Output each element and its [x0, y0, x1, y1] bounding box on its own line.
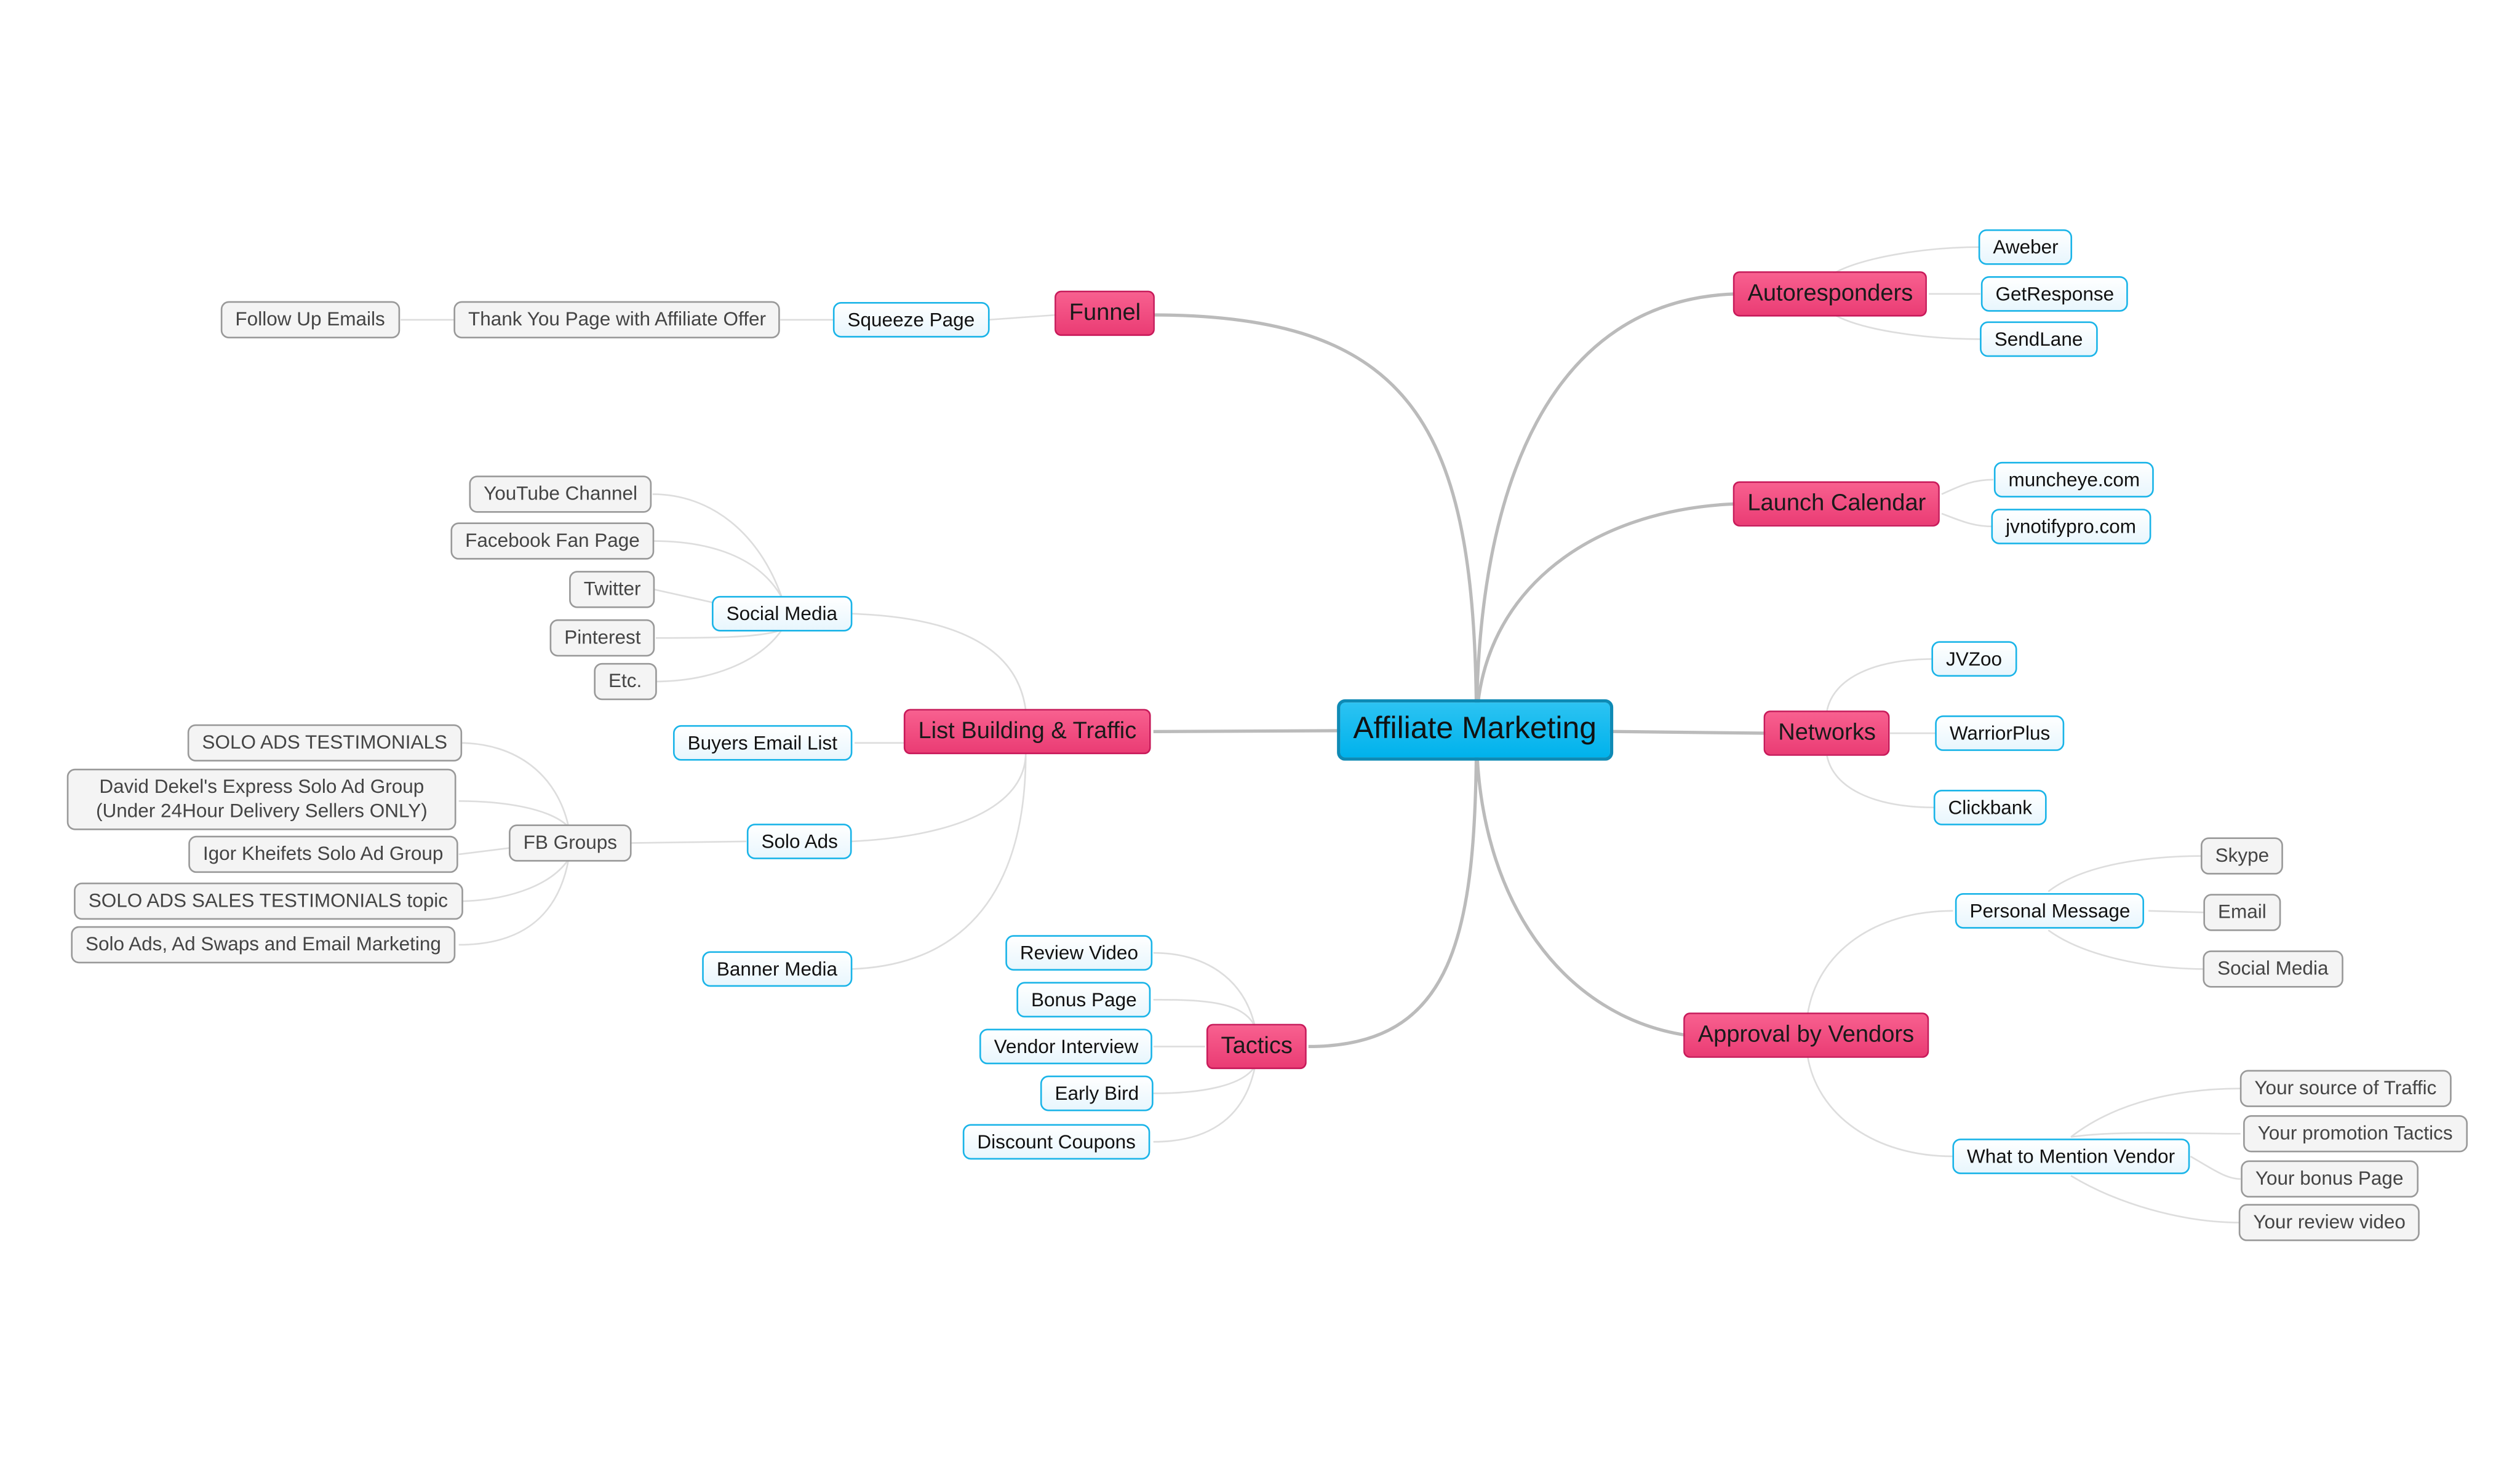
leaf-fb-groups[interactable]: FB Groups [509, 824, 632, 862]
subtopic-clickbank[interactable]: Clickbank [1933, 789, 2047, 825]
link-tactics-review [1153, 952, 1256, 1028]
link-root-launch-calendar [1475, 502, 1736, 730]
subtopic-warriorplus[interactable]: WarriorPlus [1935, 715, 2065, 751]
leaf-david-dekel-line2: (Under 24Hour Delivery Sellers ONLY) [95, 799, 428, 822]
leaf-skype[interactable]: Skype [2200, 837, 2284, 875]
link-fb-testimonials [458, 742, 570, 827]
link-list-banner [851, 752, 1027, 970]
leaf-bonus-page[interactable]: Your bonus Page [2241, 1160, 2418, 1198]
subtopic-jvzoo[interactable]: JVZoo [1931, 641, 2017, 677]
subtopic-solo-ads[interactable]: Solo Ads [746, 824, 853, 859]
link-root-approval [1475, 730, 1687, 1037]
subtopic-review-video[interactable]: Review Video [1005, 935, 1153, 971]
link-auto-aweber [1831, 246, 1981, 276]
link-networks-jvzoo [1826, 658, 1936, 711]
topic-approval-by-vendors[interactable]: Approval by Vendors [1683, 1012, 1929, 1058]
link-tactics-bonus [1153, 998, 1256, 1028]
topic-autoresponders[interactable]: Autoresponders [1732, 271, 1928, 317]
topic-tactics[interactable]: Tactics [1206, 1024, 1307, 1070]
leaf-twitter[interactable]: Twitter [569, 571, 656, 608]
link-fb-swaps [458, 859, 570, 946]
link-mention-review [2070, 1175, 2241, 1223]
subtopic-bonus-page[interactable]: Bonus Page [1016, 982, 1152, 1018]
subtopic-jvnotifypro[interactable]: jvnotifypro.com [1991, 509, 2151, 544]
link-social-etc [654, 629, 783, 683]
link-solo-fbgroups [629, 840, 747, 844]
link-launch-jvnotify [1941, 512, 1994, 528]
leaf-review-video[interactable]: Your review video [2238, 1204, 2420, 1241]
link-tactics-coupons [1153, 1065, 1256, 1143]
link-mention-bonus [2190, 1155, 2241, 1180]
leaf-social-media-message[interactable]: Social Media [2203, 950, 2343, 988]
link-social-youtube [652, 493, 783, 598]
link-root-tactics [1308, 730, 1478, 1049]
leaf-pinterest[interactable]: Pinterest [549, 619, 656, 657]
subtopic-buyers-email-list[interactable]: Buyers Email List [672, 725, 852, 761]
subtopic-vendor-interview[interactable]: Vendor Interview [979, 1028, 1153, 1065]
leaf-solo-ads-testimonials[interactable]: SOLO ADS TESTIMONIALS [187, 724, 462, 761]
leaf-thank-you-page[interactable]: Thank You Page with Affiliate Offer [453, 301, 781, 339]
link-networks-clickbank [1826, 755, 1936, 809]
subtopic-aweber[interactable]: Aweber [1978, 229, 2073, 265]
leaf-david-dekel-line1: David Dekel's Express Solo Ad Group [99, 775, 425, 798]
link-list-solo [851, 752, 1027, 843]
link-root-funnel [1153, 313, 1478, 730]
link-personal-email [2148, 910, 2206, 913]
link-fb-igor [458, 847, 511, 856]
link-auto-sendlane [1831, 312, 1981, 340]
subtopic-early-bird[interactable]: Early Bird [1040, 1075, 1154, 1111]
leaf-follow-up-emails[interactable]: Follow Up Emails [220, 301, 400, 339]
subtopic-sendlane[interactable]: SendLane [1980, 321, 2098, 357]
topic-networks[interactable]: Networks [1763, 710, 1891, 756]
leaf-youtube-channel[interactable]: YouTube Channel [469, 475, 652, 513]
link-approval-personal [1806, 910, 1953, 1015]
topic-launch-calendar[interactable]: Launch Calendar [1732, 481, 1940, 527]
link-personal-skype [2048, 855, 2205, 892]
link-tactics-earlybird [1153, 1065, 1256, 1094]
subtopic-squeeze-page[interactable]: Squeeze Page [832, 301, 989, 338]
link-social-twitter [654, 589, 713, 603]
leaf-solo-ads-swaps[interactable]: Solo Ads, Ad Swaps and Email Marketing [71, 926, 456, 964]
link-list-social [851, 613, 1027, 711]
leaf-source-of-traffic[interactable]: Your source of Traffic [2239, 1070, 2452, 1107]
link-mention-traffic [2070, 1087, 2241, 1138]
subtopic-discount-coupons[interactable]: Discount Coupons [962, 1124, 1150, 1160]
subtopic-muncheye[interactable]: muncheye.com [1993, 461, 2155, 498]
link-fb-dekel [458, 800, 570, 828]
link-personal-social [2048, 929, 2205, 970]
subtopic-personal-message[interactable]: Personal Message [1955, 892, 2145, 929]
link-launch-muncheye [1941, 479, 1994, 495]
leaf-david-dekel-group[interactable]: David Dekel's Express Solo Ad Group (Und… [66, 768, 457, 830]
link-fb-sales [458, 859, 570, 902]
subtopic-what-to-mention[interactable]: What to Mention Vendor [1952, 1139, 2190, 1174]
link-social-facebook [652, 540, 783, 598]
leaf-igor-kheifets-group[interactable]: Igor Kheifets Solo Ad Group [188, 835, 458, 873]
subtopic-banner-media[interactable]: Banner Media [702, 951, 852, 987]
link-root-autoresponders [1475, 292, 1736, 730]
root-topic[interactable]: Affiliate Marketing [1337, 699, 1613, 761]
leaf-solo-ads-sales-testimonials[interactable]: SOLO ADS SALES TESTIMONIALS topic [74, 882, 463, 920]
topic-list-building[interactable]: List Building & Traffic [903, 709, 1151, 755]
leaf-email[interactable]: Email [2203, 894, 2281, 931]
subtopic-social-media[interactable]: Social Media [711, 595, 852, 632]
link-mention-tactics [2070, 1132, 2241, 1138]
topic-funnel[interactable]: Funnel [1055, 290, 1155, 336]
leaf-etc[interactable]: Etc. [594, 662, 656, 701]
link-social-pinterest [656, 629, 783, 639]
link-approval-mention [1806, 1055, 1953, 1158]
leaf-facebook-fan-page[interactable]: Facebook Fan Page [450, 522, 655, 560]
link-funnel-squeeze [988, 314, 1057, 321]
leaf-promotion-tactics[interactable]: Your promotion Tactics [2243, 1115, 2468, 1153]
subtopic-getresponse[interactable]: GetResponse [1980, 276, 2129, 312]
